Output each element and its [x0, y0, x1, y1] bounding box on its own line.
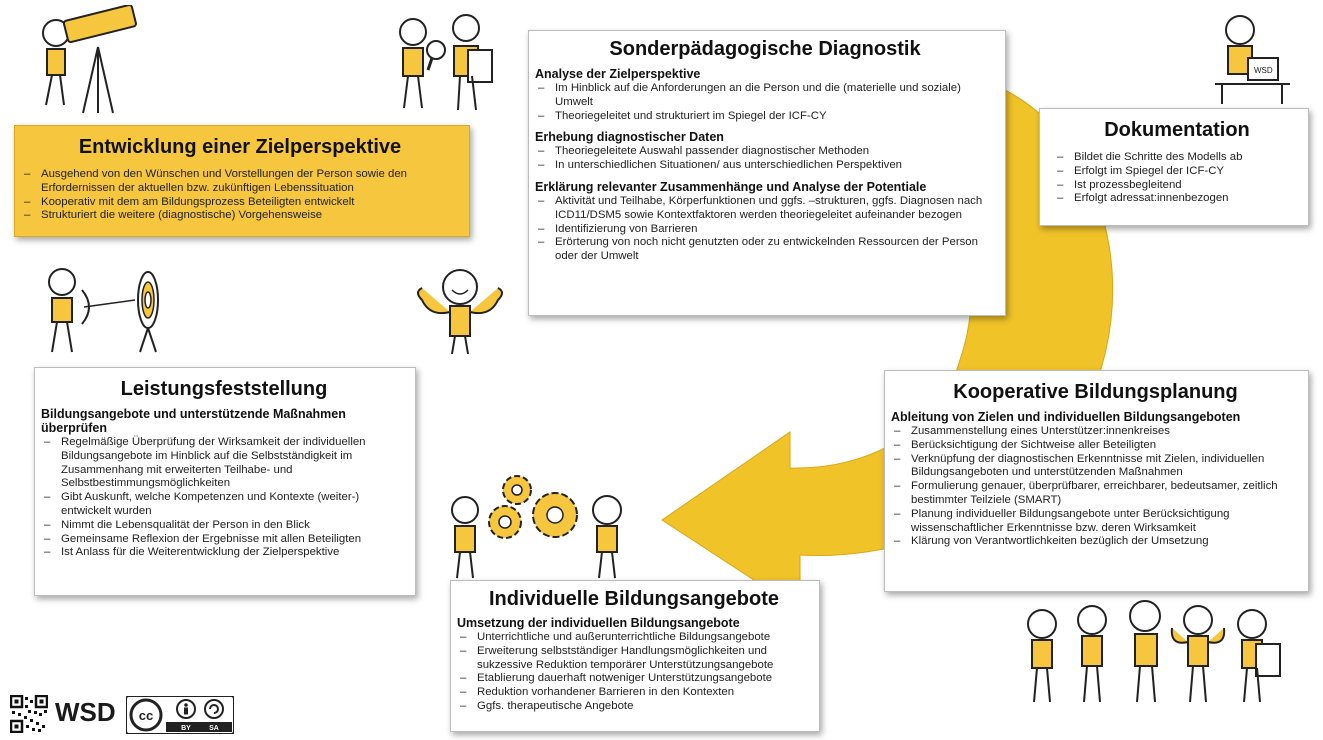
- list-item: Etablierung dauerhaft notweniger Unterst…: [457, 672, 811, 686]
- cc-by-sa-badge-icon: cc BY SA: [126, 696, 234, 734]
- section-list: Theoriegeleitete Auswahl passender diagn…: [535, 145, 995, 173]
- individuell-heading: Umsetzung der individuellen Bildungsange…: [457, 616, 740, 630]
- sonder-box: Sonderpädagogische Diagnostik Analyse de…: [528, 30, 1006, 316]
- entwicklung-list: Ausgehend von den Wünschen und Vorstellu…: [21, 168, 459, 223]
- cc-label: cc: [139, 708, 153, 723]
- list-item: Theoriegeleitete Auswahl passender diagn…: [535, 145, 995, 159]
- individuell-list: Unterrichtliche und außerunterrichtliche…: [457, 631, 811, 714]
- leistung-heading: Bildungsangebote und unterstützende Maßn…: [41, 407, 346, 435]
- list-item: Identifizierung von Barrieren: [535, 223, 995, 237]
- list-item: Formulierung genauer, überprüfbarer, err…: [891, 480, 1300, 508]
- sonder-sections: Analyse der ZielperspektiveIm Hinblick a…: [535, 67, 995, 264]
- list-item: Im Hinblick auf die Anforderungen an die…: [535, 82, 995, 110]
- list-item: Ggfs. therapeutische Angebote: [457, 700, 811, 714]
- dokumentation-title: Dokumentation: [1104, 119, 1250, 141]
- list-item: Gibt Auskunft, welche Kompetenzen und Ko…: [41, 491, 407, 519]
- list-item: Berücksichtigung der Sichtweise aller Be…: [891, 439, 1300, 453]
- qr-code-icon: [10, 695, 48, 733]
- kooperativ-title: Kooperative Bildungsplanung: [953, 381, 1238, 403]
- dokumentation-box: Dokumentation Bildet die Schritte des Mo…: [1039, 108, 1309, 226]
- wsd-logo-text: WSD: [55, 697, 116, 727]
- list-item: Nimmt die Lebensqualität der Person in d…: [41, 519, 407, 533]
- list-item: Erfolgt im Spiegel der ICF-CY: [1054, 165, 1300, 179]
- list-item: Strukturiert die weitere (diagnostische)…: [21, 209, 459, 223]
- list-item: Theoriegeleitet und strukturiert im Spie…: [535, 110, 995, 124]
- section-heading: Erklärung relevanter Zusammenhänge und A…: [535, 179, 927, 194]
- cc-by-label: BY: [181, 725, 191, 732]
- laptop-label: WSD: [1254, 66, 1273, 75]
- section-list: Aktivität und Teilhabe, Körperfunktionen…: [535, 195, 995, 264]
- kooperativ-list: Zusammenstellung eines Unterstützer:inne…: [891, 425, 1300, 549]
- gears-figures-icon: [451, 475, 622, 579]
- section-heading: Analyse der Zielperspektive: [535, 67, 701, 81]
- cc-sa-label: SA: [209, 725, 219, 732]
- entwicklung-box: Entwicklung einer Zielperspektive Ausgeh…: [14, 125, 470, 237]
- kooperativ-heading: Ableitung von Zielen und individuellen B…: [891, 410, 1241, 424]
- section-heading: Erhebung diagnostischer Daten: [535, 130, 724, 145]
- list-item: Bildet die Schritte des Modells ab: [1054, 151, 1300, 165]
- list-item: Unterrichtliche und außerunterrichtliche…: [457, 631, 811, 645]
- list-item: Erfolgt adressat:innenbezogen: [1054, 192, 1300, 206]
- leistung-list: Regelmäßige Überprüfung der Wirksamkeit …: [41, 436, 407, 560]
- telescope-figure-icon: [42, 5, 137, 114]
- list-item: Ist Anlass für die Weiterentwicklung der…: [41, 546, 407, 560]
- dokumentation-list: Bildet die Schritte des Modells abErfolg…: [1054, 151, 1300, 206]
- sonder-title: Sonderpädagogische Diagnostik: [609, 38, 921, 60]
- list-item: In unterschiedlichen Situationen/ aus un…: [535, 159, 995, 173]
- individuell-title: Individuelle Bildungsangebote: [488, 588, 780, 610]
- list-item: Verknüpfung der diagnostischen Erkenntni…: [891, 453, 1300, 481]
- archer-figure-icon: [48, 268, 159, 353]
- individuell-box: Individuelle Bildungsangebote Umsetzung …: [450, 580, 820, 732]
- list-item: Ausgehend von den Wünschen und Vorstellu…: [21, 168, 459, 196]
- list-item: Ist prozessbegleitend: [1054, 179, 1300, 193]
- list-item: Erörterung von noch nicht genutzten oder…: [535, 236, 995, 264]
- list-item: Planung individueller Bildungsangebote u…: [891, 508, 1300, 536]
- entwicklung-title: Entwicklung einer Zielperspektive: [78, 136, 402, 158]
- list-item: Kooperativ mit dem am Bildungsprozess Be…: [21, 196, 459, 210]
- list-item: Regelmäßige Überprüfung der Wirksamkeit …: [41, 436, 407, 491]
- list-item: Zusammenstellung eines Unterstützer:inne…: [891, 425, 1300, 439]
- section-list: Im Hinblick auf die Anforderungen an die…: [535, 82, 995, 123]
- leistung-box: Leistungsfeststellung Bildungsangebote u…: [34, 367, 416, 596]
- list-item: Aktivität und Teilhabe, Körperfunktionen…: [535, 195, 995, 223]
- magnifier-figure-icon: [399, 14, 493, 111]
- list-item: Reduktion vorhandener Barrieren in den K…: [457, 686, 811, 700]
- leistung-title: Leistungsfeststellung: [120, 378, 328, 400]
- list-item: Erweiterung selbstständiger Handlungsmög…: [457, 645, 811, 673]
- list-item: Gemeinsame Reflexion der Ergebnisse mit …: [41, 533, 407, 547]
- list-item: Klärung von Verantwortlichkeiten bezügli…: [891, 535, 1300, 549]
- laptop-figure-icon: WSD: [1215, 15, 1290, 104]
- group-figures-icon: [1027, 600, 1281, 703]
- kooperativ-box: Kooperative Bildungsplanung Ableitung vo…: [884, 370, 1309, 592]
- strong-figure-icon: [417, 269, 503, 355]
